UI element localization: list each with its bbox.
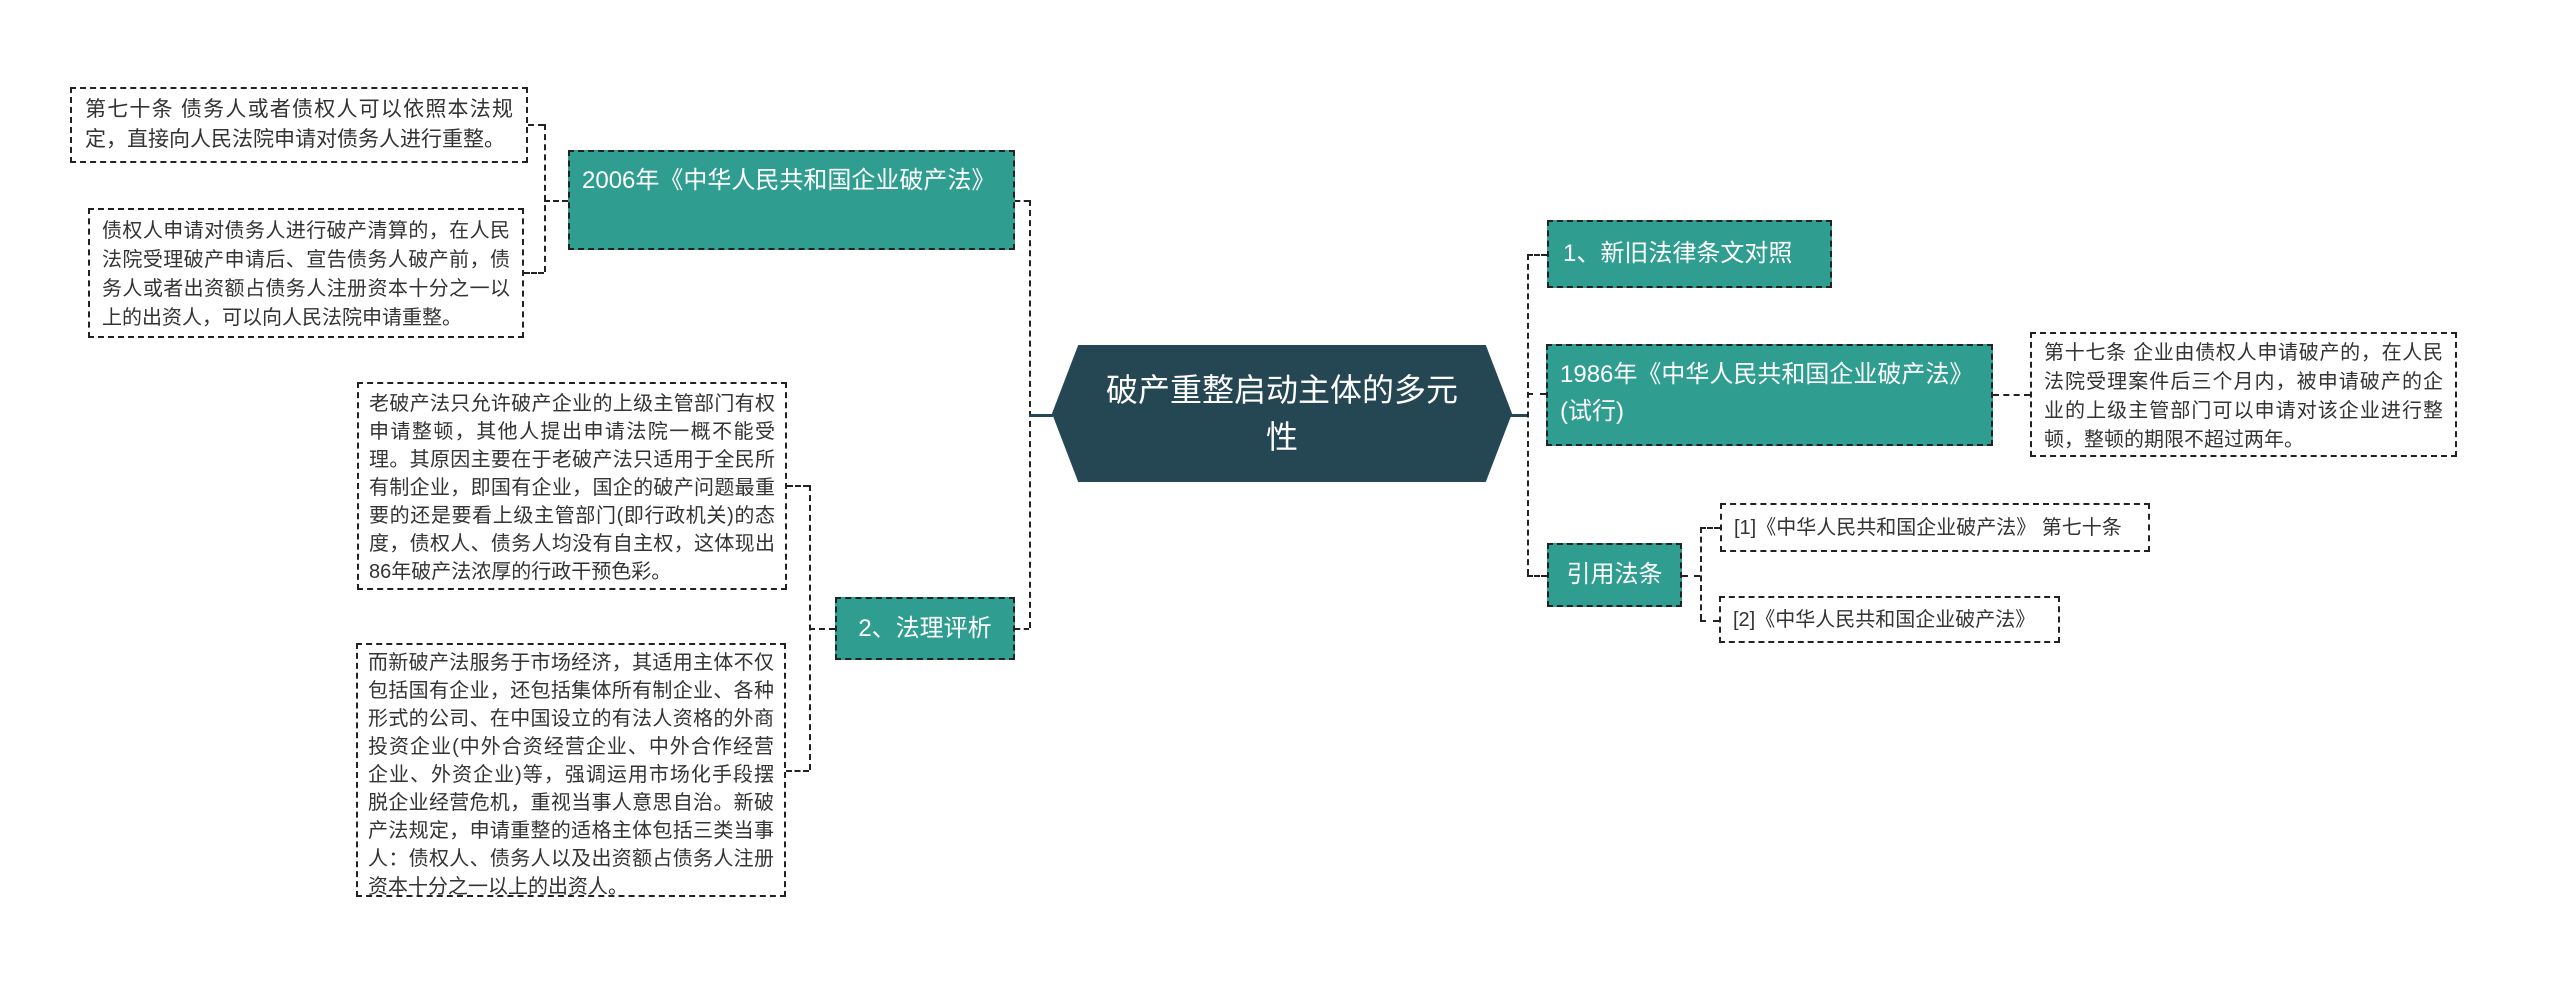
note-creditor-text: 债权人申请对债务人进行破产清算的，在人民法院受理破产申请后、宣告债务人破产前，债… bbox=[102, 220, 510, 329]
connector-citations-left-stub bbox=[1527, 575, 1547, 577]
note-article17-text: 第十七条 企业由债权人申请破产的，在人民法院受理案件后三个月内，被申请破产的企业… bbox=[2044, 342, 2443, 451]
connector-article70-stub bbox=[528, 124, 544, 126]
connector-analysis-right-stub bbox=[1015, 628, 1029, 630]
node-comparison[interactable]: 1、新旧法律条文对照 bbox=[1547, 220, 1832, 288]
note-old-law-text: 老破产法只允许破产企业的上级主管部门有权申请整顿，其他人提出申请法院一概不能受理… bbox=[369, 393, 775, 583]
note-article70[interactable]: 第七十条 债务人或者债权人可以依照本法规定，直接向人民法院申请对债务人进行重整。 bbox=[70, 87, 528, 163]
connector-right-branches-vline bbox=[1527, 254, 1529, 575]
node-citations-label: 引用法条 bbox=[1566, 561, 1663, 588]
note-creditor[interactable]: 债权人申请对债务人进行破产清算的，在人民法院受理破产申请后、宣告债务人破产前，债… bbox=[88, 208, 524, 338]
note-article70-text: 第七十条 债务人或者债权人可以依照本法规定，直接向人民法院申请对债务人进行重整。 bbox=[85, 98, 513, 151]
note-new-law[interactable]: 而新破产法服务于市场经济，其适用主体不仅包括国有企业，还包括集体所有制企业、各种… bbox=[356, 643, 786, 898]
connector-law2006-children-vline bbox=[544, 124, 546, 272]
connector-old-law-stub bbox=[787, 485, 809, 487]
connector-cite1-stub bbox=[1700, 527, 1720, 529]
node-law-2006-label: 2006年《中华人民共和国企业破产法》 bbox=[582, 167, 996, 194]
connector-law2006-right-stub bbox=[1015, 200, 1029, 202]
node-law-1986[interactable]: 1986年《中华人民共和国企业破产法》(试行) bbox=[1546, 344, 1993, 446]
connector-citations-children-vline bbox=[1700, 527, 1702, 620]
node-analysis-label: 2、法理评析 bbox=[858, 614, 992, 642]
note-cite1-text: [1]《中华人民共和国企业破产法》 第七十条 bbox=[1734, 516, 2122, 539]
connector-analysis-children-vline bbox=[809, 485, 811, 770]
note-cite2-text: [2]《中华人民共和国企业破产法》 bbox=[1733, 608, 2036, 631]
node-law-1986-label: 1986年《中华人民共和国企业破产法》(试行) bbox=[1560, 361, 1974, 425]
node-citations[interactable]: 引用法条 bbox=[1547, 543, 1682, 607]
node-analysis[interactable]: 2、法理评析 bbox=[835, 597, 1015, 660]
connector-citations-right-stub bbox=[1682, 575, 1700, 577]
connector-law1986-left-stub bbox=[1527, 393, 1546, 395]
root-topic-node[interactable]: 破产重整启动主体的多元性 bbox=[1052, 345, 1512, 482]
node-law-2006[interactable]: 2006年《中华人民共和国企业破产法》 bbox=[568, 150, 1015, 250]
connector-analysis-left-stub bbox=[809, 628, 835, 630]
note-new-law-text: 而新破产法服务于市场经济，其适用主体不仅包括国有企业，还包括集体所有制企业、各种… bbox=[368, 652, 774, 898]
note-cite1[interactable]: [1]《中华人民共和国企业破产法》 第七十条 bbox=[1720, 503, 2150, 552]
connector-new-law-stub bbox=[786, 770, 809, 772]
connector-law1986-article17 bbox=[1993, 394, 2030, 396]
root-topic-label: 破产重整启动主体的多元性 bbox=[1105, 371, 1458, 455]
connector-root-left-stub bbox=[1029, 414, 1053, 417]
connector-comparison-stub bbox=[1527, 254, 1547, 256]
connector-creditor-stub bbox=[524, 272, 544, 274]
node-comparison-label: 1、新旧法律条文对照 bbox=[1563, 240, 1793, 267]
note-old-law[interactable]: 老破产法只允许破产企业的上级主管部门有权申请整顿，其他人提出申请法院一概不能受理… bbox=[357, 382, 787, 590]
connector-root-right-stub bbox=[1510, 414, 1527, 417]
note-article17[interactable]: 第十七条 企业由债权人申请破产的，在人民法院受理案件后三个月内，被申请破产的企业… bbox=[2030, 332, 2457, 457]
connector-law2006-left-stub bbox=[544, 200, 568, 202]
note-cite2[interactable]: [2]《中华人民共和国企业破产法》 bbox=[1719, 596, 2060, 643]
connector-cite2-stub bbox=[1700, 620, 1719, 622]
